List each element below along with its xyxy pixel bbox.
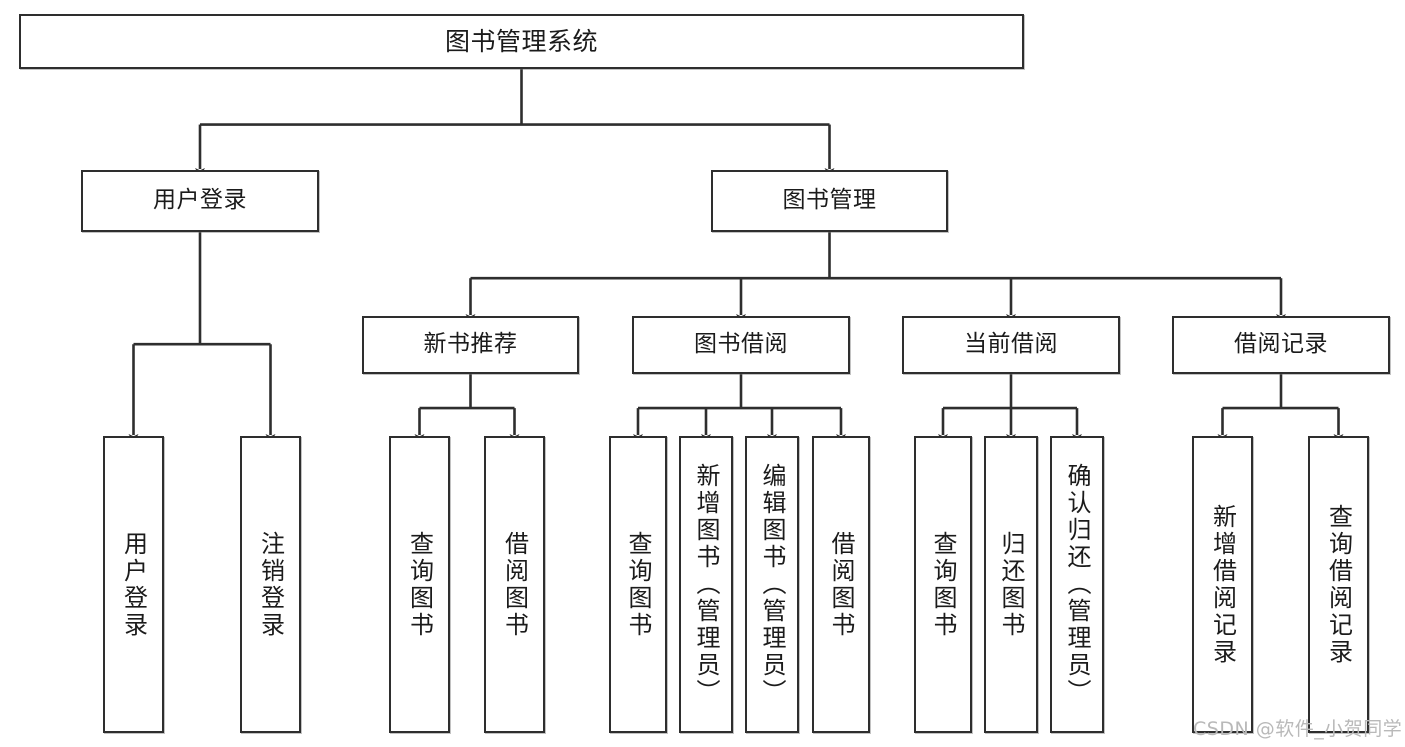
node-leaf-borrow-book[interactable]: 借阅图书 <box>812 436 870 733</box>
node-new-book-recommend[interactable]: 新书推荐 <box>362 316 579 374</box>
csdn-watermark: CSDN @软件_小贺同学 <box>1193 718 1403 740</box>
node-label-leaf-return-book: 归还图书 <box>997 530 1025 639</box>
node-label-leaf-user-login: 用户登录 <box>119 530 148 639</box>
node-borrow-record[interactable]: 借阅记录 <box>1172 316 1390 374</box>
node-user-login[interactable]: 用户登录 <box>81 170 319 232</box>
node-leaf-query-book-recommend[interactable]: 查询图书 <box>389 436 450 733</box>
node-leaf-add-book-admin[interactable]: 新增图书（管理员） <box>679 436 733 733</box>
node-leaf-query-book-current[interactable]: 查询图书 <box>914 436 972 733</box>
node-label-book-borrow: 图书借阅 <box>694 331 788 358</box>
node-leaf-return-book[interactable]: 归还图书 <box>984 436 1038 733</box>
node-label-leaf-query-book-borrow: 查询图书 <box>624 530 652 639</box>
node-book-manage[interactable]: 图书管理 <box>711 170 948 232</box>
node-label-leaf-query-book-current: 查询图书 <box>929 530 957 639</box>
node-label-leaf-confirm-return-admin: 确认归还（管理员） <box>1063 463 1091 706</box>
node-root[interactable]: 图书管理系统 <box>19 14 1024 69</box>
node-label-leaf-borrow-book-recommend: 借阅图书 <box>500 530 529 639</box>
node-label-leaf-query-borrow-record: 查询借阅记录 <box>1324 503 1353 666</box>
node-leaf-query-book-borrow[interactable]: 查询图书 <box>609 436 667 733</box>
node-leaf-borrow-book-recommend[interactable]: 借阅图书 <box>484 436 545 733</box>
node-label-root: 图书管理系统 <box>444 26 598 56</box>
node-label-user-login: 用户登录 <box>153 187 247 214</box>
node-leaf-logout-login[interactable]: 注销登录 <box>240 436 301 733</box>
node-label-current-borrow: 当前借阅 <box>964 331 1058 358</box>
node-leaf-edit-book-admin[interactable]: 编辑图书（管理员） <box>745 436 799 733</box>
node-book-borrow[interactable]: 图书借阅 <box>632 316 850 374</box>
node-label-leaf-borrow-book: 借阅图书 <box>827 530 855 639</box>
node-current-borrow[interactable]: 当前借阅 <box>902 316 1120 374</box>
node-leaf-user-login[interactable]: 用户登录 <box>103 436 164 733</box>
node-leaf-add-borrow-record[interactable]: 新增借阅记录 <box>1192 436 1253 733</box>
node-label-leaf-add-book-admin: 新增图书（管理员） <box>692 463 720 706</box>
node-label-new-book-recommend: 新书推荐 <box>423 331 518 358</box>
node-leaf-query-borrow-record[interactable]: 查询借阅记录 <box>1308 436 1369 733</box>
node-label-borrow-record: 借阅记录 <box>1234 331 1328 358</box>
node-label-leaf-logout-login: 注销登录 <box>256 530 285 639</box>
node-label-leaf-edit-book-admin: 编辑图书（管理员） <box>758 463 786 706</box>
node-label-leaf-add-borrow-record: 新增借阅记录 <box>1208 503 1237 666</box>
node-label-book-manage: 图书管理 <box>782 187 877 214</box>
node-label-leaf-query-book-recommend: 查询图书 <box>405 530 434 639</box>
node-leaf-confirm-return-admin[interactable]: 确认归还（管理员） <box>1050 436 1104 733</box>
